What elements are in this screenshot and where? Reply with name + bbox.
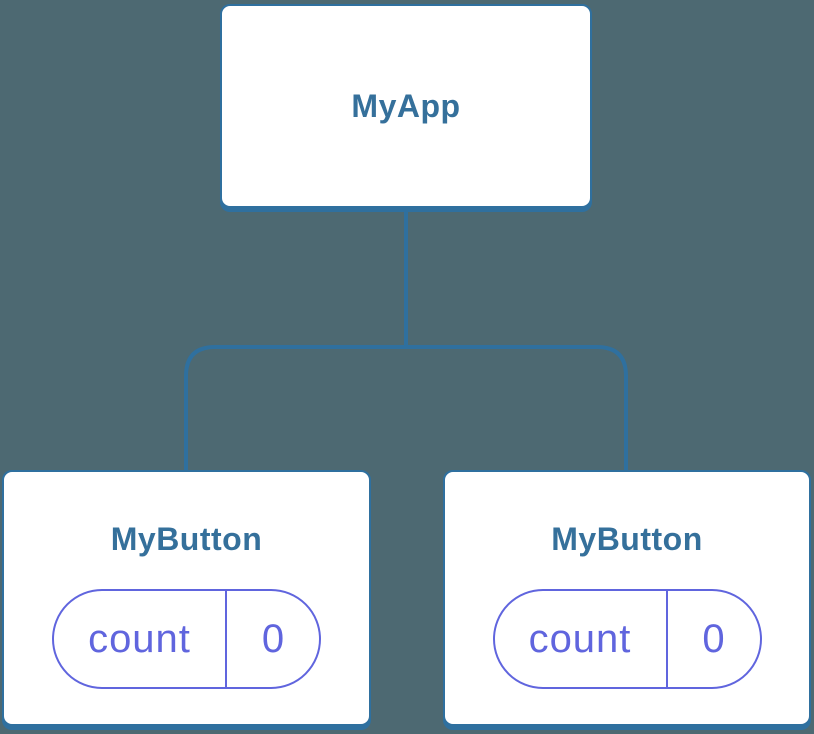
node-label: MyButton	[110, 521, 263, 557]
node-myapp: MyApp	[220, 4, 592, 208]
node-label: MyButton	[551, 521, 703, 557]
connector-branch-bracket	[184, 345, 628, 471]
state-key: count	[54, 591, 227, 688]
state-pill: count 0	[492, 589, 762, 690]
state-pill: count 0	[52, 589, 321, 690]
state-value: 0	[702, 616, 725, 661]
state-key: count	[495, 591, 668, 688]
node-mybutton-1: MyButton count 0	[2, 470, 371, 726]
node-label: MyApp	[351, 87, 461, 124]
state-value: 0	[261, 616, 285, 661]
node-mybutton-2: MyButton count 0	[443, 470, 811, 726]
